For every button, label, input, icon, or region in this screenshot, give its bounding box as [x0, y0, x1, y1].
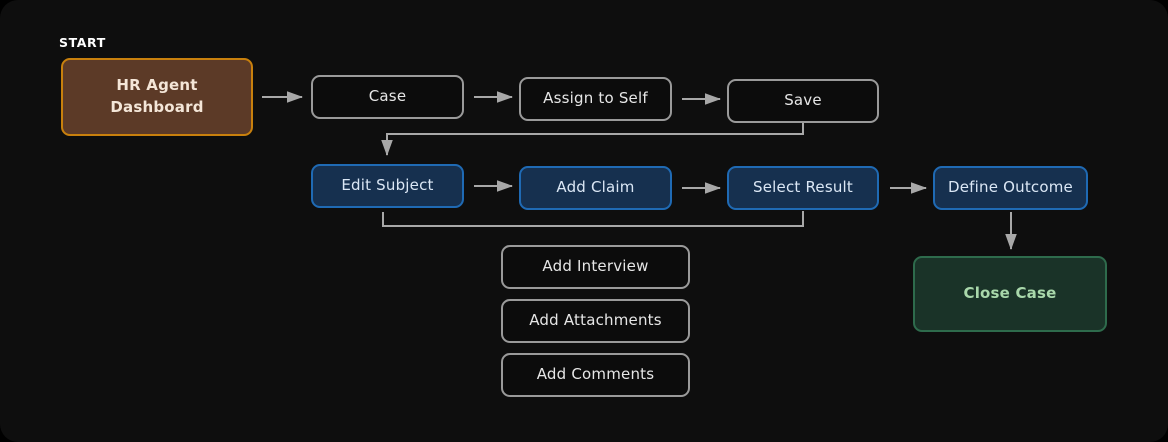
- node-hr-agent-dashboard-line1: HR Agent: [116, 76, 198, 95]
- node-assign-to-self[interactable]: Assign to Self: [519, 77, 672, 121]
- node-save-label: Save: [784, 91, 822, 110]
- node-add-comments-label: Add Comments: [536, 365, 655, 384]
- node-edit-subject[interactable]: Edit Subject: [311, 164, 464, 208]
- node-add-claim[interactable]: Add Claim: [519, 166, 672, 210]
- node-select-result-label: Select Result: [753, 178, 853, 197]
- node-edit-subject-label: Edit Subject: [341, 176, 434, 195]
- node-case[interactable]: Case: [311, 75, 464, 119]
- node-add-comments[interactable]: Add Comments: [501, 353, 690, 397]
- node-close-case-label: Close Case: [963, 284, 1057, 303]
- start-caption: START: [59, 35, 106, 50]
- node-hr-agent-dashboard-line2: Dashboard: [110, 98, 204, 116]
- node-add-interview-label: Add Interview: [542, 257, 649, 276]
- edge-select-result-loop-to-edit-subject: [382, 211, 804, 227]
- node-add-claim-label: Add Claim: [556, 178, 635, 197]
- node-case-label: Case: [368, 87, 407, 106]
- node-select-result[interactable]: Select Result: [727, 166, 879, 210]
- node-add-attachments-label: Add Attachments: [529, 311, 662, 330]
- node-save[interactable]: Save: [727, 79, 879, 123]
- node-define-outcome[interactable]: Define Outcome: [933, 166, 1088, 210]
- node-add-interview[interactable]: Add Interview: [501, 245, 690, 289]
- node-assign-to-self-label: Assign to Self: [543, 89, 648, 108]
- node-add-attachments[interactable]: Add Attachments: [501, 299, 690, 343]
- node-close-case[interactable]: Close Case: [913, 256, 1107, 332]
- edge-save-to-edit-subject: [381, 123, 804, 156]
- node-hr-agent-dashboard[interactable]: HR Agent Dashboard: [61, 58, 253, 136]
- node-define-outcome-label: Define Outcome: [948, 178, 1073, 197]
